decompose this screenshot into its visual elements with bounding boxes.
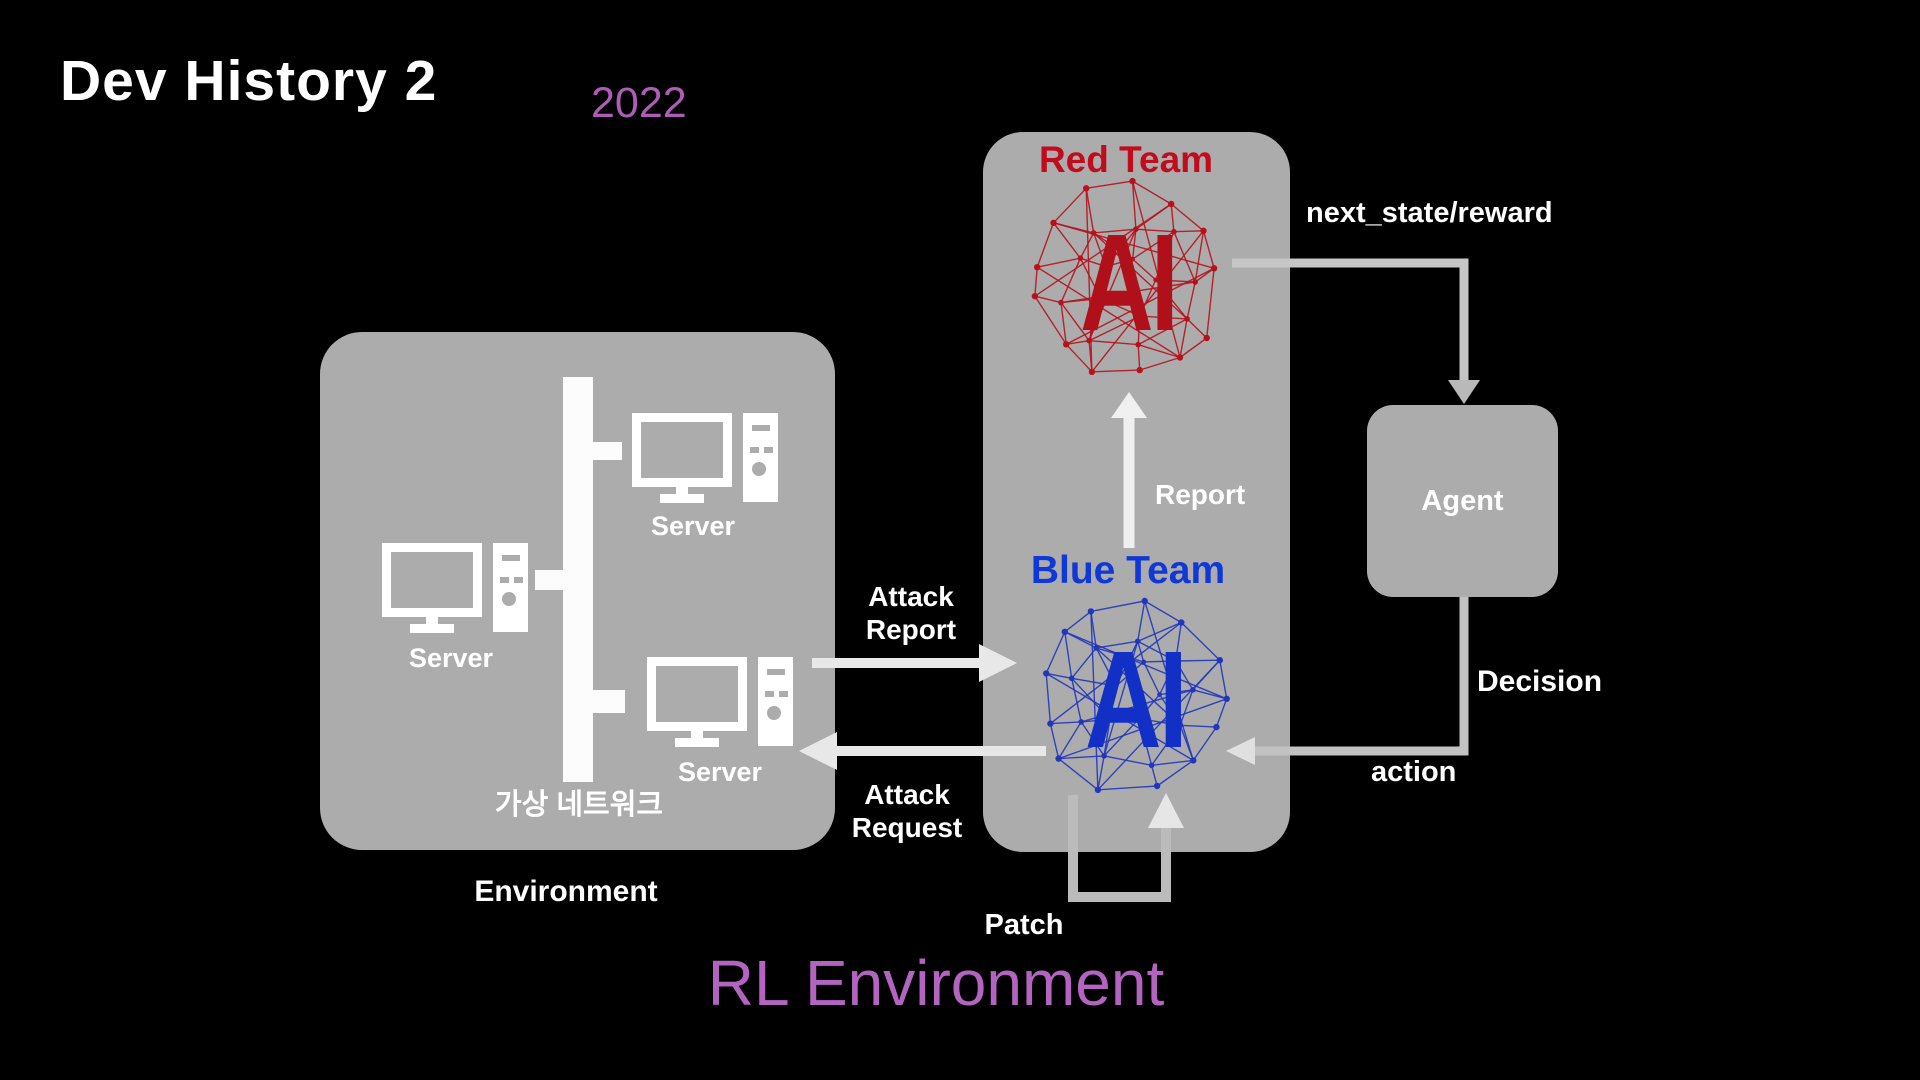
server-label-2: Server [650,511,736,541]
network-stub-left [535,570,563,590]
network-backbone-bar [563,377,593,782]
report-label: Report [1155,479,1246,510]
agent-box: Agent [1367,405,1558,597]
environment-caption: Environment [474,875,658,908]
server-label-3: Server [677,757,763,787]
next-state-reward-label: next_state/reward [1306,197,1553,229]
blue-team-label: Blue Team [1030,549,1226,592]
blue-ai-label: AI [1085,623,1185,777]
page-title: Dev History 2 [60,49,438,113]
network-stub-bottom-right [593,690,625,713]
patch-label: Patch [984,909,1064,941]
red-team-label: Red Team [1038,139,1214,180]
action-label: action [1371,756,1457,788]
decision-label: Decision [1477,665,1603,698]
attack-request-label: Attack Request [852,778,962,844]
server-icon [632,413,778,503]
server-icon [647,657,793,747]
server-label-1: Server [408,643,494,673]
network-stub-top-right [593,442,622,460]
attack-report-line2: Report [865,614,957,645]
attack-report-label: Attack Report [866,580,956,646]
year-label: 2022 [591,79,687,127]
attack-request-line1: Attack [864,779,950,810]
server-icon [382,543,528,633]
rl-environment-box [983,132,1290,852]
red-ai-network-icon: AI [1031,177,1218,375]
red-ai-label: AI [1080,206,1176,360]
blue-ai-network-icon: AI [1043,597,1230,793]
rl-environment-caption: RL Environment [707,947,1165,1019]
agent-label: Agent [1421,484,1504,517]
attack-request-line2: Request [851,812,963,843]
attack-report-line1: Attack [868,581,954,612]
virtual-network-label: 가상 네트워크 [494,789,664,821]
